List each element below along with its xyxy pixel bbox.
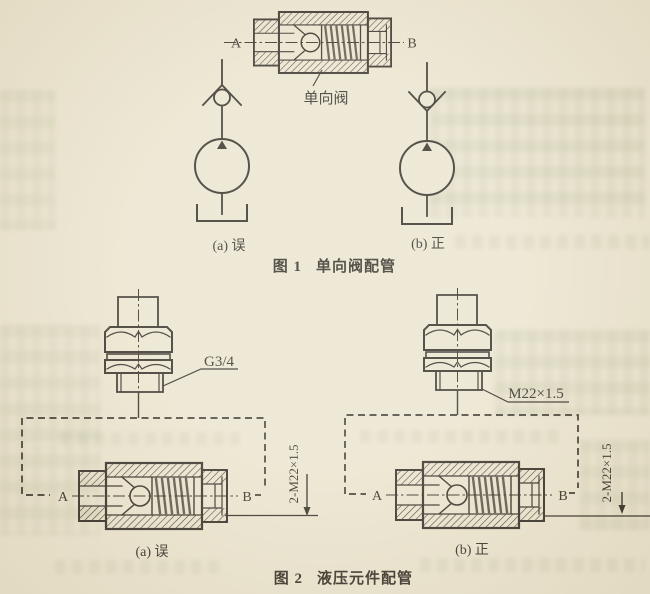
figure1: A B 单向阀 (a) 误 <box>194 10 455 275</box>
pump-outlet-triangle-icon <box>217 140 227 149</box>
leader-line <box>312 69 323 87</box>
schematic-wrong <box>194 59 250 222</box>
port-label-a: A <box>372 489 383 504</box>
figure1-caption-title: 单向阀配管 <box>316 257 396 275</box>
figure2-caption-number: 图 2 <box>274 570 303 587</box>
port-label-a: A <box>231 37 242 52</box>
dashed-boundary-right <box>344 414 579 494</box>
thread-label-m22: M22×1.5 <box>508 386 564 402</box>
check-valve-seat-icon <box>201 83 243 107</box>
tank-symbol-icon <box>196 204 248 222</box>
check-valve-seat-icon <box>407 90 447 113</box>
tank-symbol-icon <box>401 207 453 225</box>
figure1-caption-number: 图 1 <box>273 258 302 275</box>
component-label: 单向阀 <box>303 90 348 107</box>
variant-b-label: (b) 正 <box>455 543 489 558</box>
leader-line <box>481 388 569 403</box>
variant-a-label: (a) 误 <box>212 238 245 254</box>
dashed-boundary-left <box>21 417 266 494</box>
port-label-b: B <box>558 489 567 504</box>
port-label-b: B <box>407 37 416 52</box>
variant-b-label: (b) 正 <box>411 237 445 252</box>
port-label-b: B <box>242 490 251 505</box>
dimension-label-right: 2-M22×1.5 <box>599 444 614 503</box>
check-valve-ball-icon <box>418 90 436 109</box>
figure2: G3/4 M22×1.5 A B (a) 误 2-M22×1.5 <box>21 288 650 587</box>
schematic-correct <box>399 62 455 225</box>
thread-label-g34: G3/4 <box>204 354 235 370</box>
pump-outlet-triangle-icon <box>422 142 432 151</box>
check-valve-ball-icon <box>213 88 231 107</box>
arrowhead-down-icon <box>618 505 626 514</box>
variant-a-label: (a) 误 <box>135 544 168 560</box>
figure2-caption-title: 液压元件配管 <box>317 569 413 587</box>
arrowhead-down-icon <box>303 507 311 516</box>
dimension-label-left: 2-M22×1.5 <box>286 445 301 504</box>
port-label-a: A <box>58 490 69 505</box>
leader-line <box>162 368 238 387</box>
